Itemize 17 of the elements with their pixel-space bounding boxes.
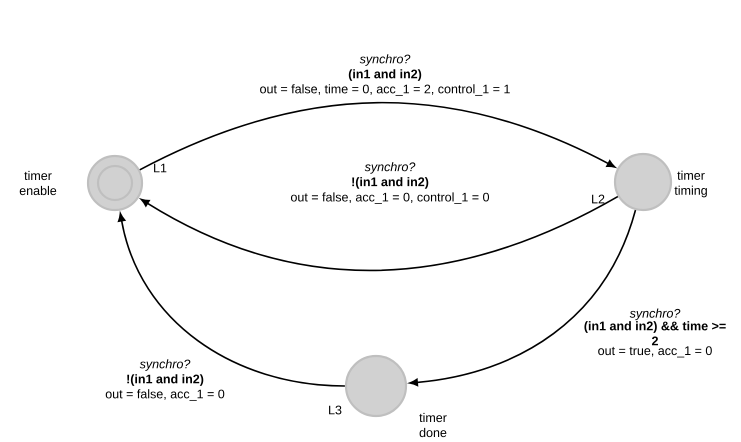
state-circle: [86, 154, 144, 212]
edge-label: synchro? !(in1 and in2) out = false, acc_1 = 0: [106, 359, 224, 401]
state-label: L2: [592, 194, 604, 204]
arrow: [139, 102, 616, 171]
arrow: [140, 196, 618, 272]
state-circle: [344, 354, 408, 418]
edge-label: synchro? !(in1 and in2) out = false, acc_1 = 0, control_1 = 0: [290, 162, 490, 204]
arrow: [118, 212, 345, 387]
state-label: timer timing: [674, 170, 707, 198]
arrow: [409, 210, 636, 386]
edge-label: synchro? (in1 and in2) out = false, time = 0, acc_1 = 2, control_1 = 1: [260, 54, 510, 96]
state-label: timer enable: [20, 170, 56, 196]
edge-label: synchro? (in1 and in2) && time >= 2 out = true, acc_1 = 0: [584, 308, 726, 358]
state-label: L1: [154, 164, 166, 172]
state-circle: [614, 152, 672, 212]
state-label: L3: [329, 406, 342, 414]
state-label: timer done: [419, 412, 447, 438]
